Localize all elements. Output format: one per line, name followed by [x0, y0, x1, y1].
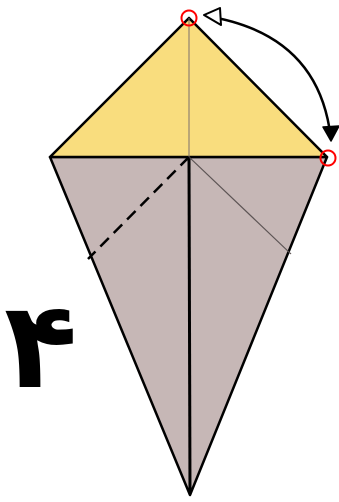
center-fold-line: [187, 156, 192, 496]
curved-fold-arrow: [205, 14, 333, 141]
circle-marker-right: [319, 149, 337, 167]
dashed-valley-fold-line: [87, 156, 190, 260]
arrowhead-open-top: [203, 7, 222, 26]
arrowhead-filled-right: [322, 125, 339, 142]
existing-crease-line: [188, 156, 292, 255]
step-number: ۴: [4, 277, 78, 416]
circle-marker-top: [180, 9, 198, 27]
